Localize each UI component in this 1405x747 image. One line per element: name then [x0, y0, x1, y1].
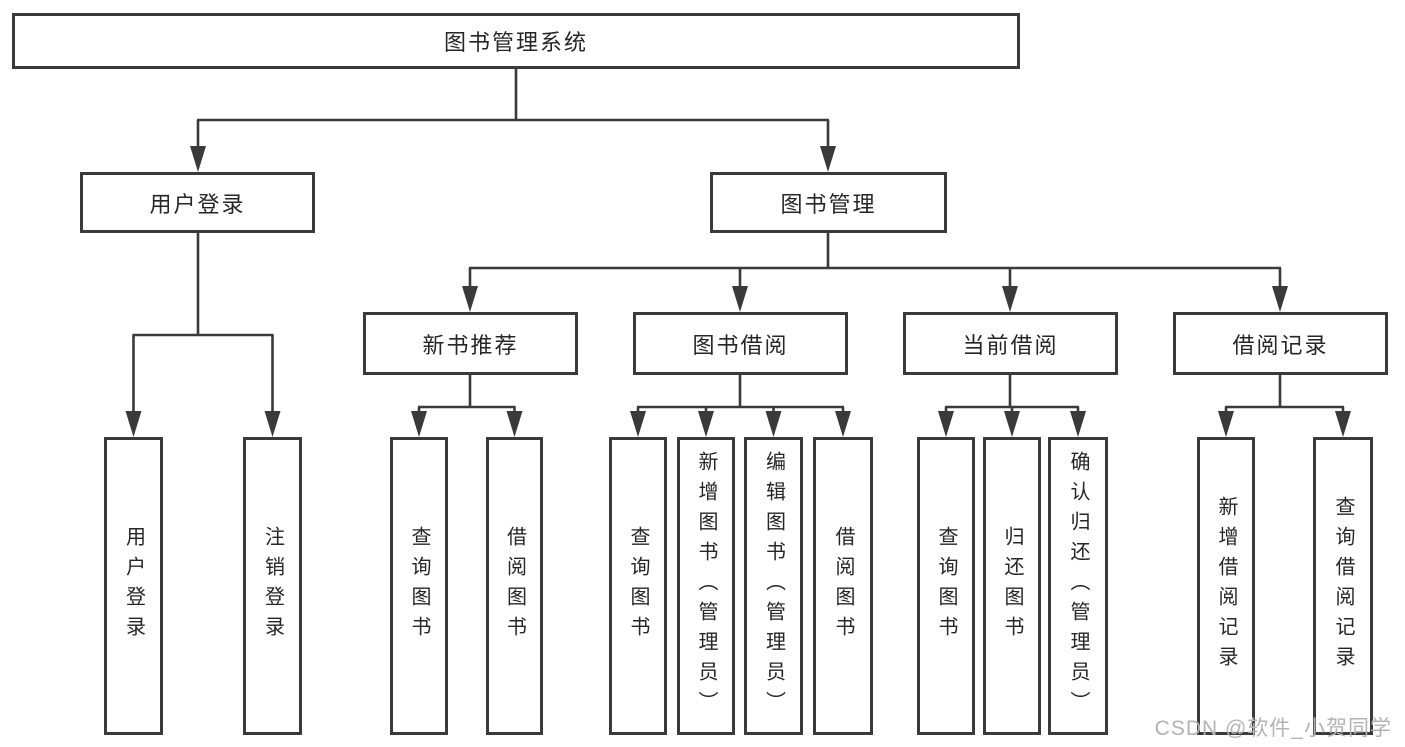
leaf-query-books-recommendation: 查询图书 — [390, 437, 448, 735]
arrowhead — [411, 411, 427, 437]
arrowhead — [1272, 286, 1288, 312]
csdn-watermark: CSDN @软件_小贺同学 — [1154, 717, 1392, 740]
connector-new-book-recommendation-to-leaves — [417, 375, 516, 414]
arrowhead — [506, 411, 523, 437]
arrowhead — [820, 146, 836, 172]
leaf-add-books-admin: 新增图书（管理员） — [677, 437, 735, 735]
arrowhead — [1004, 411, 1020, 437]
leaf-borrow-books-borrowing: 借阅图书 — [813, 437, 873, 735]
leaf-logout: 注销登录 — [243, 437, 302, 735]
node-label: 当前借阅 — [962, 332, 1059, 358]
leaf-query-books-borrowing: 查询图书 — [609, 437, 667, 735]
node-label: 注销登录 — [261, 526, 284, 646]
arrowhead — [732, 286, 748, 312]
leaf-query-books-current: 查询图书 — [917, 437, 975, 735]
node-label: 借阅图书 — [832, 526, 854, 646]
node-library-management-system: 图书管理系统 — [12, 13, 1020, 69]
node-label: 用户登录 — [122, 526, 145, 646]
node-label: 借阅记录 — [1232, 332, 1329, 358]
node-label: 用户登录 — [149, 191, 246, 217]
leaf-user-login: 用户登录 — [104, 437, 163, 735]
node-label: 查询图书 — [935, 526, 957, 646]
arrowhead — [1070, 411, 1086, 437]
node-label: 查询图书 — [627, 526, 649, 646]
connector-borrowing-records-to-leaves — [1224, 375, 1345, 414]
arrowhead — [125, 411, 142, 437]
node-label: 图书管理 — [780, 191, 877, 217]
node-current-borrowing: 当前借阅 — [903, 312, 1118, 375]
node-user-login: 用户登录 — [80, 172, 315, 233]
arrowhead — [1335, 411, 1351, 437]
node-label: 确认归还（管理员） — [1067, 451, 1089, 721]
node-book-management: 图书管理 — [710, 172, 947, 233]
node-label: 归还图书 — [1001, 526, 1023, 646]
connector-current-borrowing-to-leaves — [944, 375, 1080, 414]
arrowhead — [938, 411, 954, 437]
leaf-add-borrow-record: 新增借阅记录 — [1197, 437, 1255, 735]
node-label: 新增借阅记录 — [1215, 496, 1237, 676]
node-book-borrowing: 图书借阅 — [633, 312, 848, 375]
arrowhead — [190, 146, 206, 172]
arrowhead — [698, 411, 714, 437]
leaf-query-borrow-record: 查询借阅记录 — [1313, 437, 1373, 735]
leaf-confirm-return-admin: 确认归还（管理员） — [1048, 437, 1108, 735]
arrowhead — [835, 411, 851, 437]
node-borrowing-records: 借阅记录 — [1173, 312, 1388, 375]
arrowhead — [1218, 411, 1234, 437]
node-new-book-recommendation: 新书推荐 — [363, 312, 578, 375]
leaf-edit-books-admin: 编辑图书（管理员） — [744, 437, 803, 735]
node-label: 借阅图书 — [503, 526, 526, 646]
leaf-return-books: 归还图书 — [983, 437, 1041, 735]
connector-root-to-level2 — [196, 69, 830, 150]
connector-user-login-to-leaves — [132, 233, 274, 414]
node-label: 图书借阅 — [692, 332, 789, 358]
node-label: 图书管理系统 — [443, 30, 588, 55]
arrowhead — [765, 411, 782, 437]
node-label: 查询图书 — [408, 526, 430, 646]
node-label: 查询借阅记录 — [1332, 496, 1354, 676]
arrowhead — [462, 286, 478, 312]
connector-book-management-to-level3 — [468, 233, 1282, 290]
connector-book-borrowing-to-leaves — [636, 375, 845, 414]
arrowhead — [1002, 286, 1018, 312]
arrowhead — [264, 411, 281, 437]
arrowhead — [630, 411, 646, 437]
node-label: 新增图书（管理员） — [695, 451, 717, 721]
leaf-borrow-books-recommendation: 借阅图书 — [486, 437, 543, 735]
node-label: 新书推荐 — [422, 332, 519, 358]
node-label: 编辑图书（管理员） — [762, 451, 785, 721]
